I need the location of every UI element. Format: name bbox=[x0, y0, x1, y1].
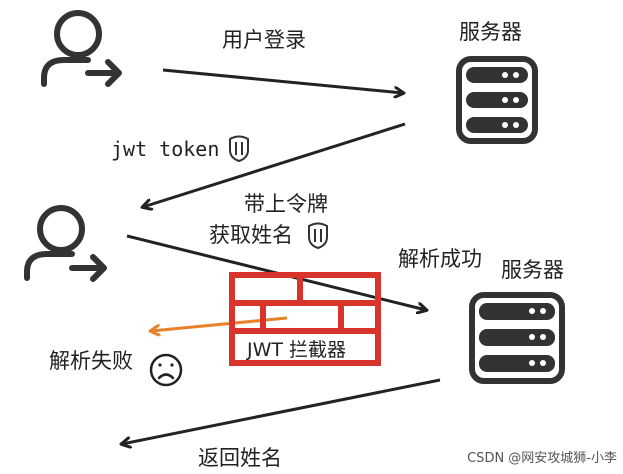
label-get-name: 获取姓名 bbox=[209, 223, 293, 247]
arrow-return-name bbox=[122, 378, 441, 444]
server-icon-bottom bbox=[469, 292, 565, 384]
label-server-top: 服务器 bbox=[459, 20, 522, 44]
label-return-name: 返回姓名 bbox=[198, 446, 282, 470]
label-interceptor: JWT 拦截器 bbox=[243, 341, 351, 360]
token-icon-1 bbox=[229, 135, 249, 163]
server-icon-top bbox=[456, 56, 538, 144]
label-jwt-token: jwt token bbox=[111, 137, 220, 161]
watermark: CSDN @网安攻城狮-小李 bbox=[467, 451, 617, 466]
label-parse-success: 解析成功 bbox=[398, 247, 482, 271]
arrow-login bbox=[162, 68, 403, 93]
label-parse-fail: 解析失败 bbox=[49, 349, 133, 373]
sad-face-icon bbox=[149, 353, 183, 387]
label-with-token: 带上令牌 bbox=[244, 192, 328, 216]
user-icon-middle bbox=[24, 205, 107, 282]
firewall-icon bbox=[229, 272, 381, 366]
user-icon-top bbox=[41, 10, 122, 87]
token-icon-2 bbox=[308, 222, 328, 250]
arrow-token-back bbox=[143, 122, 406, 207]
label-server-bottom: 服务器 bbox=[501, 258, 564, 282]
label-login: 用户登录 bbox=[222, 28, 306, 52]
